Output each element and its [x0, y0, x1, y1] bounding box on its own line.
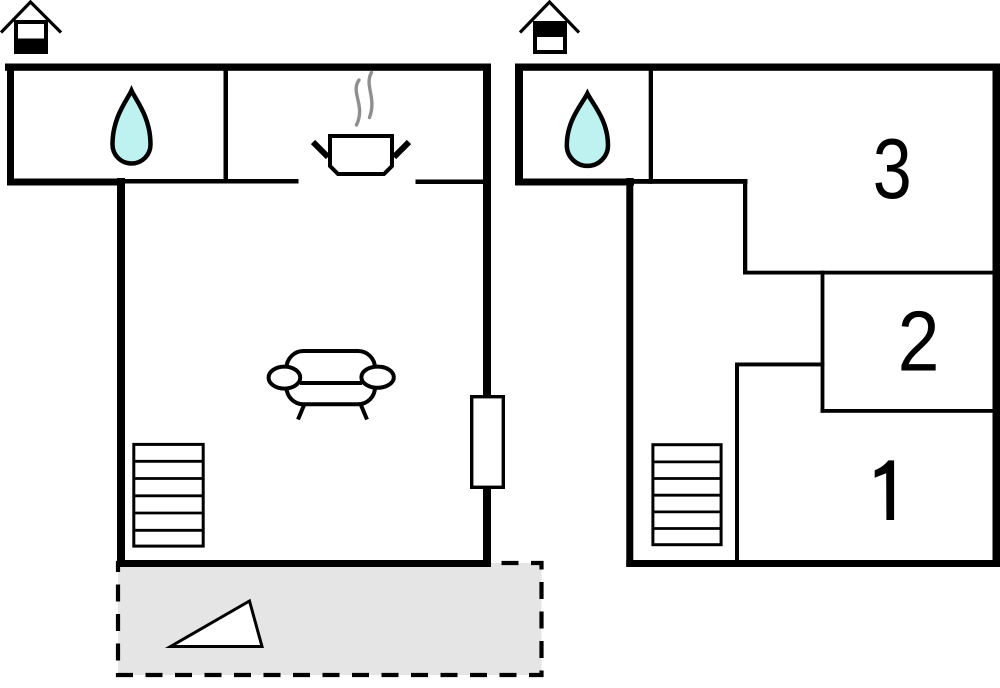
svg-text:2: 2	[898, 294, 940, 390]
svg-text:3: 3	[873, 120, 912, 216]
